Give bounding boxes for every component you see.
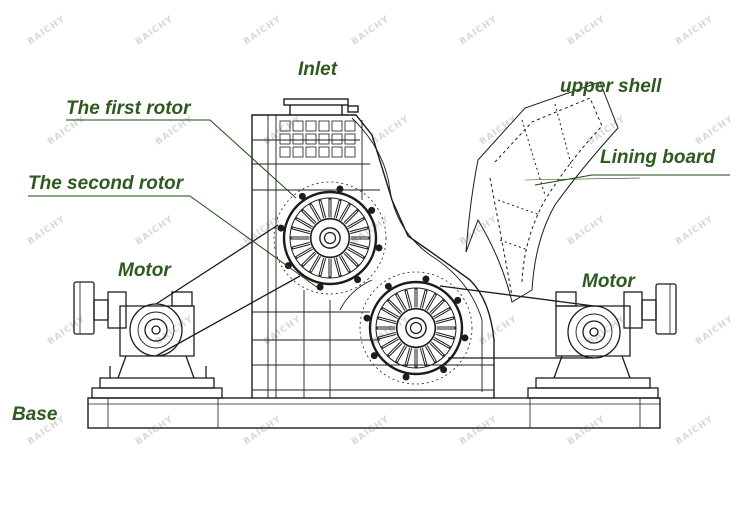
watermark-text: BAICHY [154, 114, 196, 147]
watermark-text: BAICHY [46, 114, 88, 147]
label-motor-left: Motor [118, 260, 172, 281]
label-lining-board: Lining board [600, 147, 715, 168]
upper-shell [465, 81, 619, 303]
base-frame [87, 397, 661, 429]
watermark-text: BAICHY [674, 14, 716, 47]
watermark-text: BAICHY [458, 14, 500, 47]
watermark-text: BAICHY [46, 314, 88, 347]
label-first-rotor: The first rotor [66, 98, 192, 119]
label-second-rotor: The second rotor [28, 173, 185, 194]
watermark-text: BAICHY [26, 14, 68, 47]
watermark-text: BAICHY [566, 414, 608, 447]
watermark-text: BAICHY [350, 14, 392, 47]
watermark-text: BAICHY [586, 114, 628, 147]
watermark-text: BAICHY [694, 114, 736, 147]
drive-belts [155, 224, 595, 359]
watermark-text: BAICHY [134, 414, 176, 447]
watermark-text: BAICHY [26, 214, 68, 247]
watermark-text: BAICHY [694, 314, 736, 347]
watermark-text: BAICHY [566, 14, 608, 47]
watermark-text: BAICHY [674, 214, 716, 247]
watermark-text: BAICHY [134, 14, 176, 47]
labels: Inlet upper shell The first rotor Lining… [12, 59, 715, 425]
watermark-text: BAICHY [242, 414, 284, 447]
watermark-text: BAICHY [674, 414, 716, 447]
label-motor-right: Motor [582, 271, 636, 292]
label-base: Base [12, 404, 58, 425]
watermark-text: BAICHY [350, 414, 392, 447]
first-rotor [273, 181, 387, 295]
lining-plates-grid [279, 120, 356, 158]
right-motor [527, 283, 677, 399]
watermark-text: BAICHY [242, 214, 284, 247]
watermark-text: BAICHY [458, 414, 500, 447]
watermark-text: BAICHY [370, 114, 412, 147]
watermark-text: BAICHY [458, 214, 500, 247]
label-upper-shell: upper shell [560, 76, 662, 97]
label-inlet: Inlet [298, 59, 338, 80]
inlet-flange [283, 98, 359, 115]
crusher-body [251, 114, 495, 398]
left-motor [73, 281, 223, 399]
watermark-text: BAICHY [478, 314, 520, 347]
watermark-text: BAICHY [242, 14, 284, 47]
watermark-text: BAICHY [134, 214, 176, 247]
leader-lines [28, 119, 730, 289]
watermark-text: BAICHY [566, 214, 608, 247]
second-rotor [359, 271, 473, 385]
